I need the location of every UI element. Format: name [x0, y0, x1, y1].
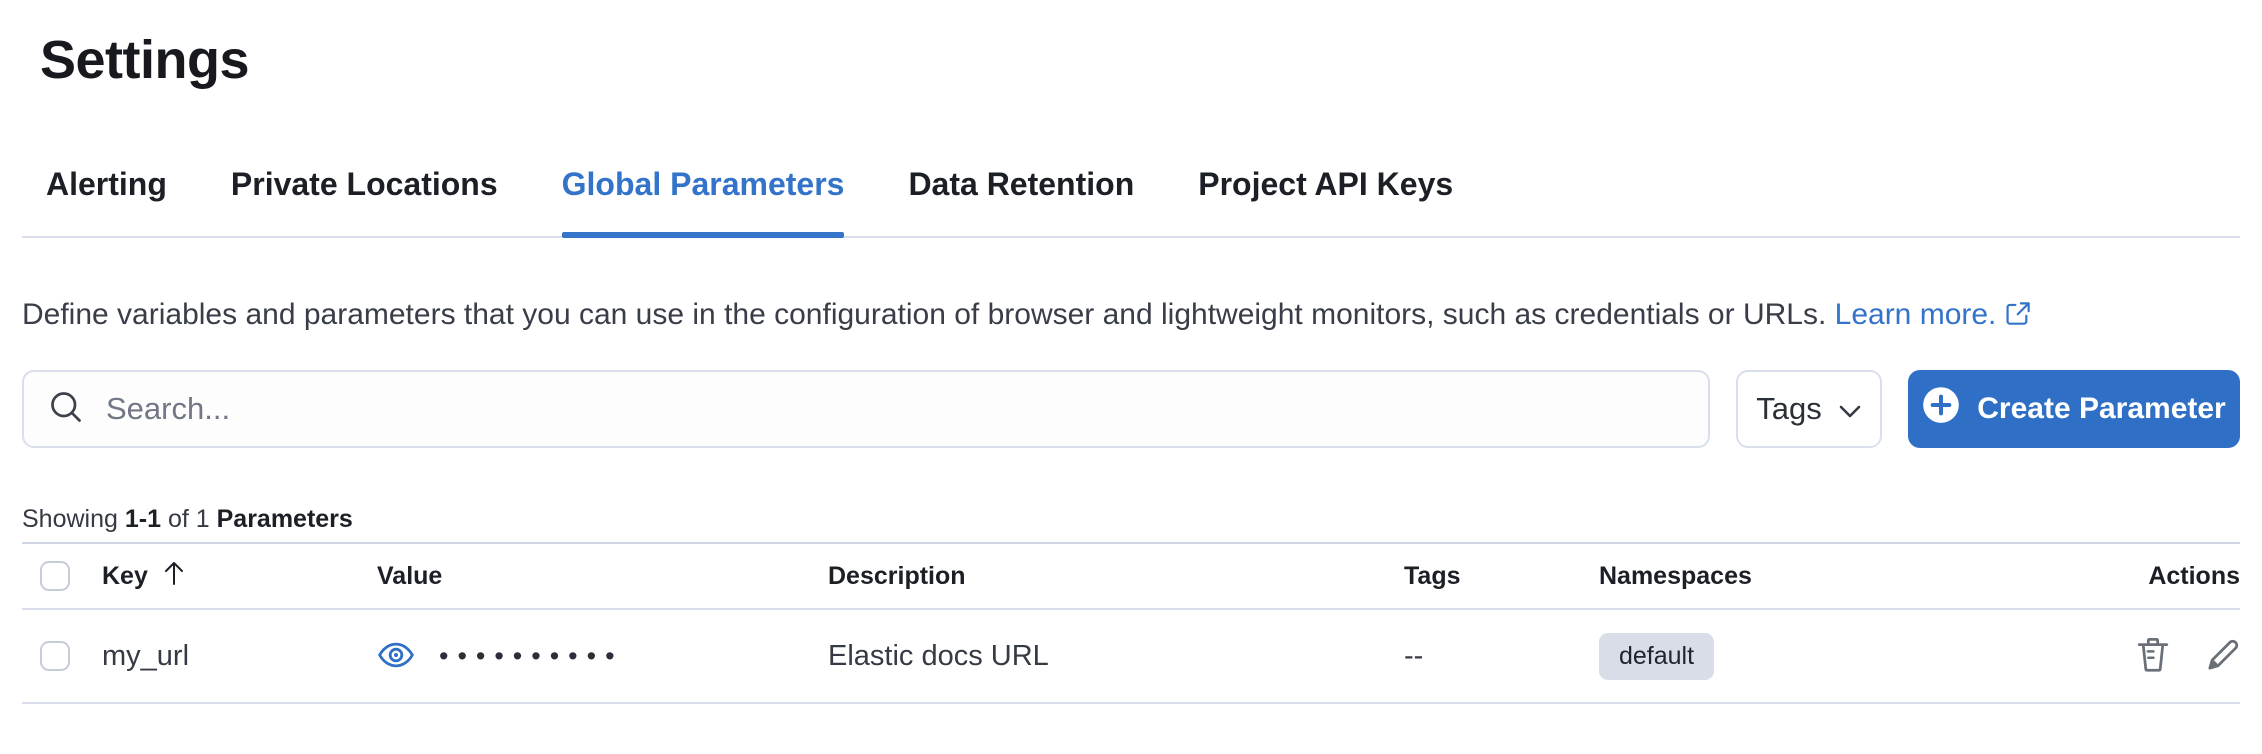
- create-parameter-label: Create Parameter: [1977, 392, 2226, 425]
- column-header-namespaces[interactable]: Namespaces: [1599, 561, 1752, 590]
- summary-range: 1-1: [124, 505, 161, 533]
- tags-filter-button[interactable]: Tags: [1736, 370, 1882, 448]
- learn-more-link[interactable]: Learn more.: [1835, 298, 2032, 331]
- tab-alerting[interactable]: Alerting: [46, 166, 167, 202]
- parameter-row: my_url •••••••••• Elastic docs URL -- de…: [22, 610, 2240, 704]
- summary-showing: Showing: [22, 505, 118, 533]
- plus-in-circle-icon: [1922, 386, 1960, 432]
- edit-parameter-button[interactable]: [2206, 638, 2240, 675]
- results-summary: Showing 1-1 of 1 Parameters: [22, 504, 2240, 535]
- search-icon: [48, 389, 84, 430]
- tab-private-locations[interactable]: Private Locations: [230, 166, 498, 202]
- summary-entity: Parameters: [216, 505, 353, 533]
- chevron-down-icon: [1838, 391, 1862, 427]
- tab-data-retention[interactable]: Data Retention: [908, 166, 1135, 202]
- namespace-badge: default: [1599, 632, 1715, 680]
- search-field[interactable]: [22, 370, 1710, 448]
- summary-of: of 1: [167, 505, 210, 533]
- tab-bar: Alerting Private Locations Global Parame…: [22, 162, 2240, 238]
- parameters-table: Key Value Description Tags Namespaces Ac…: [22, 542, 2240, 704]
- row-actions: [2136, 637, 2240, 676]
- parameter-tags: --: [1404, 639, 1424, 672]
- eye-icon: [377, 640, 415, 673]
- column-header-value[interactable]: Value: [377, 561, 443, 590]
- tab-global-parameters[interactable]: Global Parameters: [561, 162, 844, 238]
- column-header-actions: Actions: [2148, 561, 2240, 590]
- page-description: Define variables and parameters that you…: [22, 290, 2240, 342]
- parameter-namespaces: default: [1599, 632, 1929, 680]
- select-all-checkbox[interactable]: [40, 561, 70, 591]
- trash-icon: [2136, 637, 2170, 676]
- parameter-description: Elastic docs URL: [828, 639, 1049, 672]
- delete-parameter-button[interactable]: [2136, 637, 2170, 676]
- search-input[interactable]: [106, 391, 1684, 427]
- pencil-icon: [2206, 638, 2240, 675]
- settings-page: Settings Alerting Private Locations Glob…: [0, 28, 2262, 704]
- reveal-value-button[interactable]: [377, 640, 415, 673]
- external-link-icon: [2006, 292, 2031, 342]
- create-parameter-button[interactable]: Create Parameter: [1908, 370, 2240, 448]
- parameter-value-cell: ••••••••••: [377, 640, 828, 673]
- tab-project-api-keys[interactable]: Project API Keys: [1198, 166, 1454, 202]
- page-title: Settings: [40, 30, 250, 90]
- row-checkbox[interactable]: [40, 641, 70, 671]
- column-header-description[interactable]: Description: [828, 561, 966, 590]
- column-header-key[interactable]: Key: [102, 560, 377, 593]
- sort-ascending-arrow-icon: [162, 560, 186, 593]
- description-text: Define variables and parameters that you…: [22, 298, 1827, 331]
- table-header-row: Key Value Description Tags Namespaces Ac…: [22, 542, 2240, 610]
- masked-value: ••••••••••: [439, 640, 624, 671]
- column-header-tags[interactable]: Tags: [1404, 561, 1461, 590]
- tags-filter-label: Tags: [1756, 391, 1822, 426]
- column-header-key-label: Key: [102, 561, 148, 590]
- learn-more-label: Learn more.: [1834, 298, 1997, 331]
- parameters-toolbar: Tags Create Parameter: [22, 370, 2240, 448]
- parameter-key: my_url: [102, 639, 190, 672]
